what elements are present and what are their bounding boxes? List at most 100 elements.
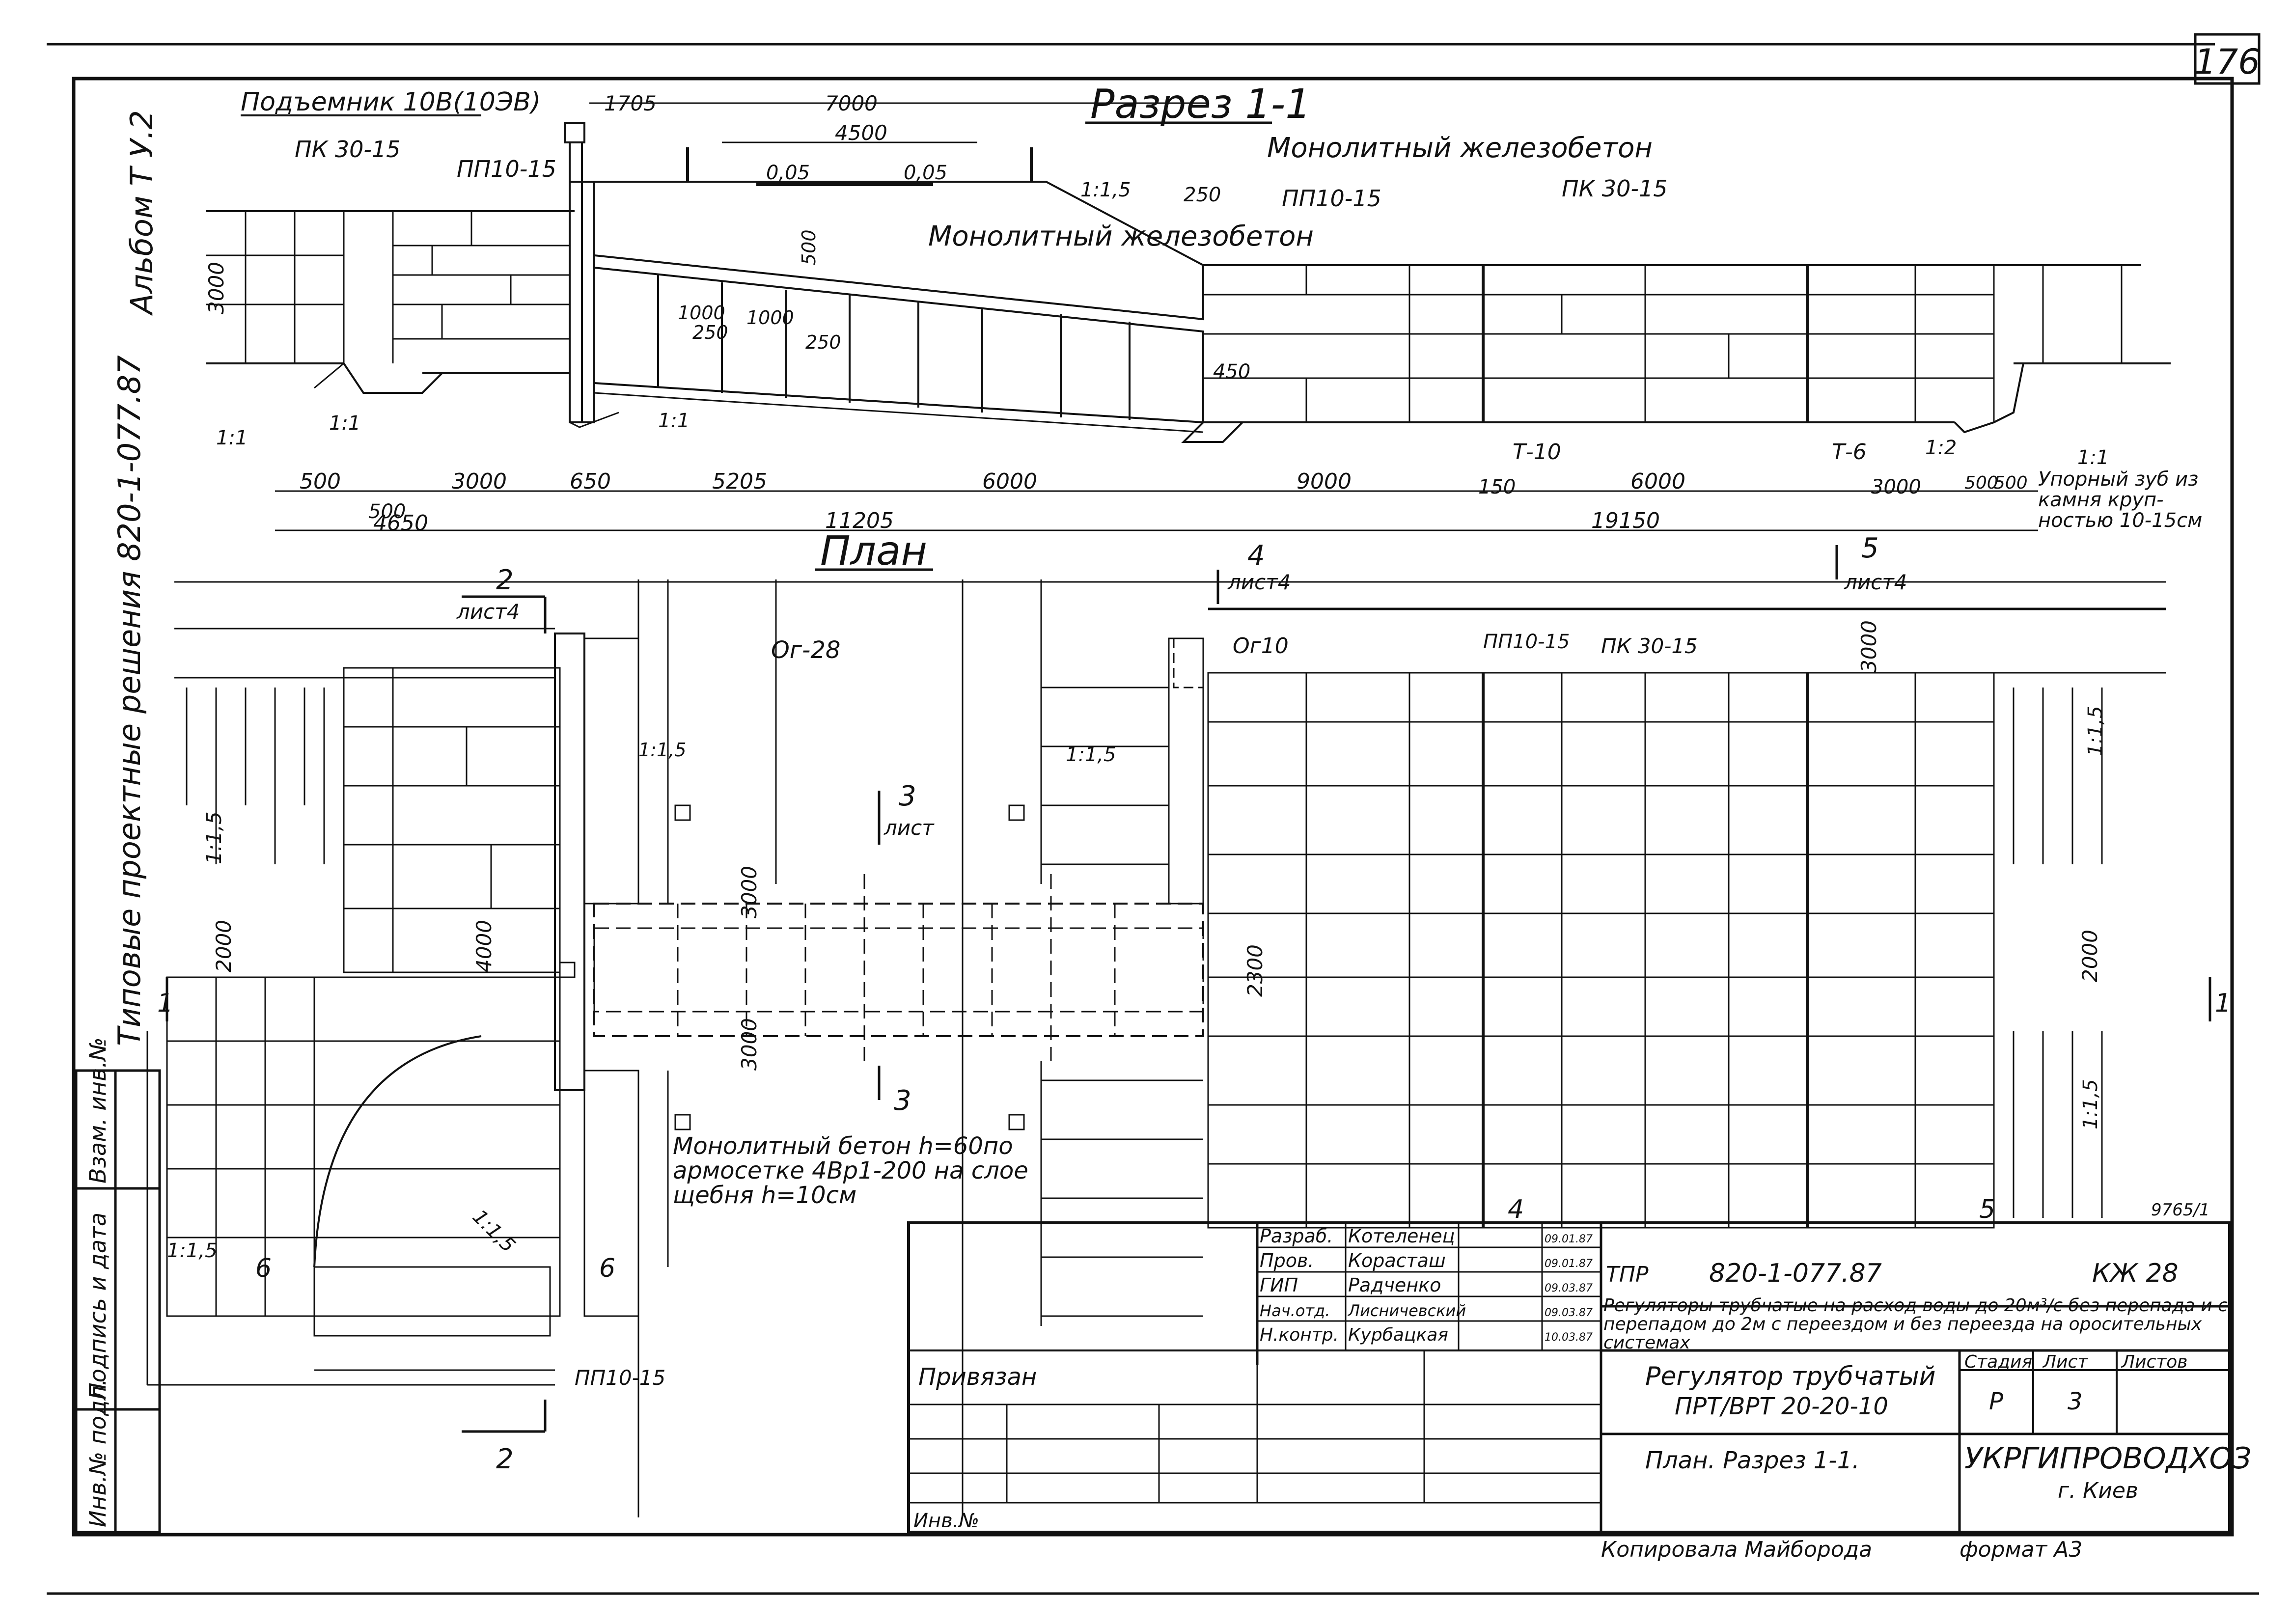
- lift-label: Подъемник 10В(10ЭВ): [241, 87, 541, 117]
- section-pk-right: ПК 30-15: [1562, 175, 1668, 202]
- title-block: [907, 1221, 2231, 1534]
- name-1: Котеленец: [1348, 1225, 1455, 1247]
- inv-label: Инв.№: [913, 1510, 979, 1532]
- slope-1-1c: 1:1: [658, 410, 690, 432]
- dim-450: 450: [1213, 360, 1250, 383]
- date-5: 10.03.87: [1545, 1331, 1593, 1344]
- mark-t10: Т-10: [1513, 440, 1561, 465]
- strip-replace-inv: Взам. инв.№: [84, 1037, 111, 1184]
- sheets-label: Листов: [2121, 1352, 2187, 1372]
- project-code: 820-1-077.87: [1709, 1259, 1882, 1288]
- dim-500-vert: 500: [798, 229, 820, 265]
- strip-inv-original: Инв.№ подл.: [84, 1378, 111, 1527]
- monolith-body-label: Монолитный железобетон: [928, 220, 1314, 252]
- slope-005b: 0,05: [904, 162, 947, 184]
- og10-label: Ог10: [1233, 633, 1289, 659]
- date-3: 09.03.87: [1545, 1282, 1593, 1294]
- dim-250-top: 250: [1184, 184, 1221, 206]
- plan-dim-2300: 2300: [1243, 944, 1267, 997]
- plan-dim-4000: 4000: [472, 920, 496, 972]
- drawing-mark: КЖ 28: [2092, 1259, 2179, 1288]
- object-title-1: Регулятор трубчатый: [1645, 1362, 1935, 1391]
- mark-5-sheet: лист4: [1844, 570, 1907, 594]
- bottom-dim-2: 3000: [452, 469, 507, 494]
- mark-2-top-sheet: лист4: [456, 600, 520, 624]
- strip-signature-date: Подпись и дата: [84, 1212, 111, 1400]
- slope-1-1b: 1:1: [329, 412, 360, 435]
- dim-4500: 4500: [835, 121, 887, 145]
- mark-4-sheet: лист4: [1227, 570, 1291, 594]
- side-album-label: Альбом Т У.2: [124, 110, 160, 316]
- section-pp-left: ПП10-15: [457, 156, 556, 182]
- stone-note: Упорный зуб из камня круп-ностью 10-15см: [2038, 469, 2202, 531]
- name-4: Лисничевский: [1348, 1301, 1466, 1320]
- role-3: ГИП: [1260, 1274, 1298, 1296]
- plan-pp-bottom: ПП10-15: [575, 1366, 665, 1390]
- slope-1-2: 1:2: [1925, 437, 1957, 459]
- stage-label: Стадия: [1964, 1352, 2032, 1372]
- plan-dim-3000b: 3000: [737, 1018, 761, 1071]
- name-2: Кораcташ: [1348, 1250, 1446, 1271]
- bottom-dim-8: 6000: [1630, 469, 1685, 494]
- plan-slope-c: 1:1,5: [1066, 743, 1116, 766]
- mark-6-right: 6: [599, 1254, 615, 1283]
- side-series-label: Типовые проектные решения 820-1-077.87: [111, 355, 147, 1046]
- plan-dim-3000c: 3000: [1857, 620, 1881, 673]
- mark-6-left: 6: [255, 1254, 272, 1283]
- dim-7000: 7000: [825, 91, 878, 115]
- name-3: Радченко: [1348, 1274, 1441, 1296]
- slope-1-15-top: 1:1,5: [1080, 179, 1131, 201]
- tpr-label: ТПР: [1606, 1262, 1649, 1287]
- slope-1-1a: 1:1: [216, 427, 248, 449]
- mark-3-sheet: лист: [883, 816, 935, 840]
- dim-19150: 19150: [1591, 508, 1660, 533]
- role-4: Нач.отд.: [1260, 1301, 1330, 1320]
- concrete-note-1: Монолитный бетон h=60по: [673, 1132, 1013, 1160]
- mark-1-left: 1: [157, 989, 173, 1018]
- role-5: Н.контр.: [1260, 1325, 1339, 1345]
- sheet-value: 3: [2068, 1388, 2083, 1415]
- date-4: 09.03.87: [1545, 1307, 1593, 1319]
- section-1-1: Разрез 1-1: [206, 81, 2171, 531]
- bottom-dim-10: 500: [1964, 473, 1998, 493]
- plan-dim-3000a: 3000: [737, 866, 761, 918]
- plan-dim-2000b: 2000: [2078, 930, 2102, 982]
- bottom-dim-1: 500: [300, 469, 341, 494]
- organization: УКРГИПРОВОДХОЗ: [1964, 1441, 2251, 1476]
- paper-format: формат А3: [1960, 1537, 2082, 1562]
- dim-1705: 1705: [604, 91, 657, 115]
- section-pp-right: ПП10-15: [1282, 185, 1381, 212]
- mark-2-bottom: 2: [496, 1443, 514, 1475]
- stage-value: Р: [1989, 1388, 2003, 1415]
- mark-4-bottom: 4: [1508, 1195, 1524, 1224]
- section-title: Разрез 1-1: [1090, 81, 1311, 128]
- concrete-note-2: армосетке 4Вр1-200 на слое: [673, 1157, 1028, 1184]
- slope-005a: 0,05: [766, 162, 810, 184]
- bound-label: Привязан: [918, 1363, 1037, 1391]
- mark-5-top: 5: [1861, 532, 1879, 564]
- bottom-dim-5: 6000: [982, 469, 1037, 494]
- bottom-dim-3: 650: [570, 469, 611, 494]
- mark-t6: Т-6: [1832, 440, 1867, 465]
- dim-250b: 250: [805, 331, 841, 353]
- date-2: 09.01.87: [1545, 1258, 1593, 1270]
- mark-2-top: 2: [496, 564, 514, 596]
- og28-label: Ог-28: [771, 636, 840, 664]
- object-title-2: ПРТ/ВРТ 20-20-10: [1675, 1393, 1888, 1420]
- plan-slope-d: 1:1,5: [167, 1239, 218, 1262]
- sheet-title: План. Разрез 1-1.: [1645, 1447, 1859, 1474]
- mark-5-bottom: 5: [1979, 1195, 1995, 1224]
- bottom-dim-9: 3000: [1871, 476, 1921, 498]
- role-1: Разраб.: [1260, 1225, 1333, 1247]
- copied-by: Копировала Майборода: [1601, 1537, 1872, 1562]
- page-number: 176: [2194, 42, 2260, 82]
- dim-3000-vert: 3000: [204, 262, 228, 314]
- dim-500-lower: 500: [368, 500, 406, 523]
- left-strip: [75, 1069, 161, 1534]
- role-2: Пров.: [1260, 1250, 1314, 1271]
- bottom-dim-11: 500: [1994, 473, 2028, 493]
- plan-dim-2000a: 2000: [212, 920, 236, 972]
- section-pk-left: ПК 30-15: [295, 136, 401, 163]
- plan-title: План: [820, 528, 927, 575]
- plan-pp-label: ПП10-15: [1483, 631, 1570, 653]
